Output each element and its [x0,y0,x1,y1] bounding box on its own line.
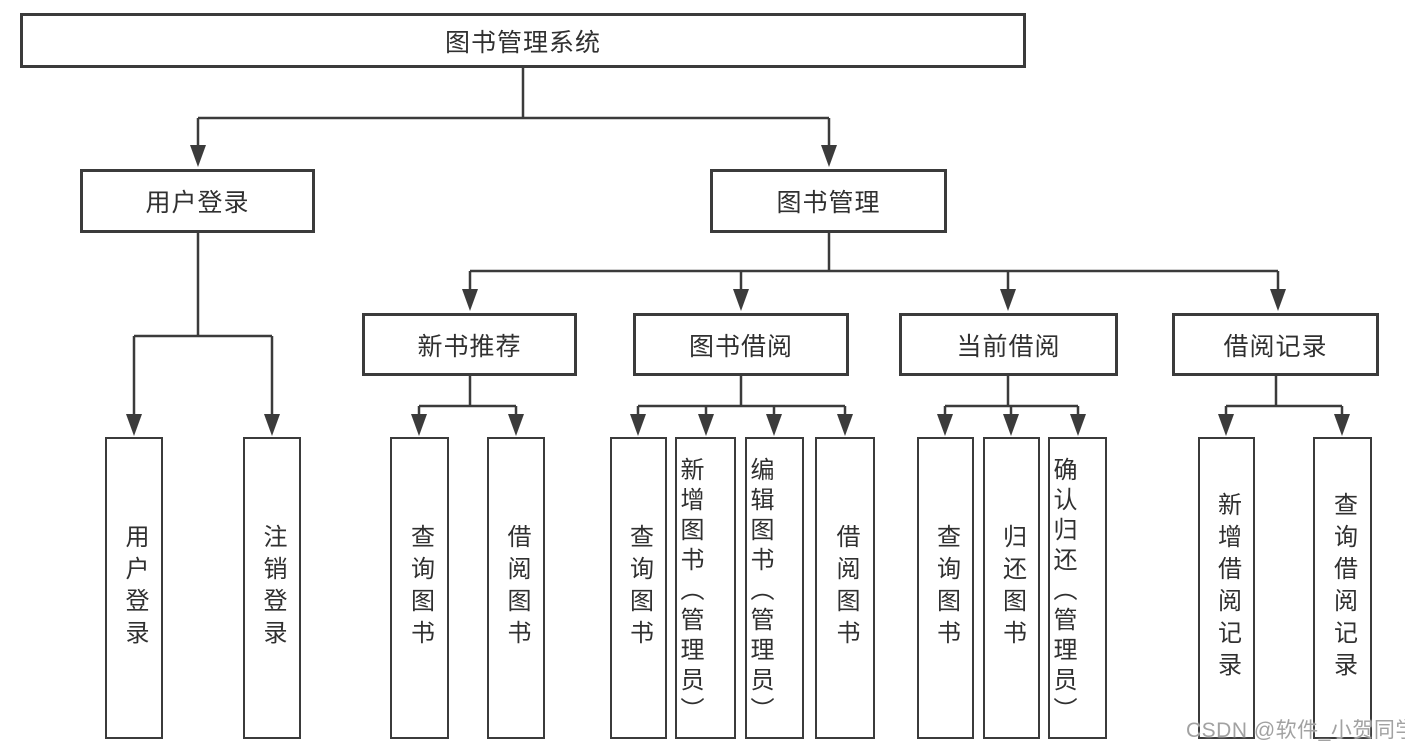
node-current-borrowing: 当前借阅 [899,313,1118,376]
node-label-leaf-query-borrow-record: 查询借阅记录 [1329,492,1357,684]
node-label-leaf-borrow-books-1: 借阅图书 [503,524,530,652]
node-leaf-query-books-1: 查询图书 [390,437,449,739]
node-leaf-borrow-books-1: 借阅图书 [487,437,545,739]
node-leaf-query-borrow-record: 查询借阅记录 [1313,437,1372,739]
watermark: CSDN @软件_小贺同学 [1186,719,1405,742]
node-label-leaf-confirm-return-admin: 确认归还（管理员） [1049,456,1076,727]
node-leaf-query-books-3: 查询图书 [917,437,974,739]
node-leaf-return-books: 归还图书 [983,437,1040,739]
node-leaf-edit-book-admin: 编辑图书（管理员） [745,437,804,739]
node-label-leaf-query-books-1: 查询图书 [406,524,434,652]
node-label-library-management-system: 图书管理系统 [444,28,601,57]
node-label-leaf-add-book-admin: 新增图书（管理员） [676,456,703,727]
node-book-borrowing: 图书借阅 [633,313,849,376]
node-borrowing-records: 借阅记录 [1172,313,1379,376]
node-label-new-book-recommend: 新书推荐 [417,332,522,361]
node-label-user-login: 用户登录 [145,189,250,217]
node-label-leaf-add-borrow-record: 新增借阅记录 [1213,492,1241,684]
node-book-management: 图书管理 [710,169,947,233]
node-label-leaf-return-books: 归还图书 [998,524,1026,652]
node-label-book-borrowing: 图书借阅 [688,332,793,361]
node-label-leaf-user-login: 用户登录 [121,524,148,652]
node-label-book-management: 图书管理 [776,189,881,217]
node-leaf-logout: 注销登录 [243,437,301,739]
node-label-leaf-query-books-3: 查询图书 [932,524,960,652]
node-leaf-confirm-return-admin: 确认归还（管理员） [1048,437,1107,739]
node-label-leaf-borrow-books-2: 借阅图书 [832,524,859,652]
node-leaf-add-borrow-record: 新增借阅记录 [1198,437,1255,739]
node-leaf-query-books-2: 查询图书 [610,437,667,739]
node-label-leaf-edit-book-admin: 编辑图书（管理员） [746,456,773,727]
node-label-current-borrowing: 当前借阅 [956,332,1061,361]
node-leaf-user-login: 用户登录 [105,437,163,739]
node-label-leaf-query-books-2: 查询图书 [625,524,653,652]
node-leaf-borrow-books-2: 借阅图书 [815,437,875,739]
node-user-login: 用户登录 [80,169,315,233]
node-label-borrowing-records: 借阅记录 [1223,332,1328,361]
node-library-management-system: 图书管理系统 [20,13,1026,68]
node-leaf-add-book-admin: 新增图书（管理员） [675,437,736,739]
node-new-book-recommend: 新书推荐 [362,313,577,376]
node-label-leaf-logout: 注销登录 [259,524,286,652]
